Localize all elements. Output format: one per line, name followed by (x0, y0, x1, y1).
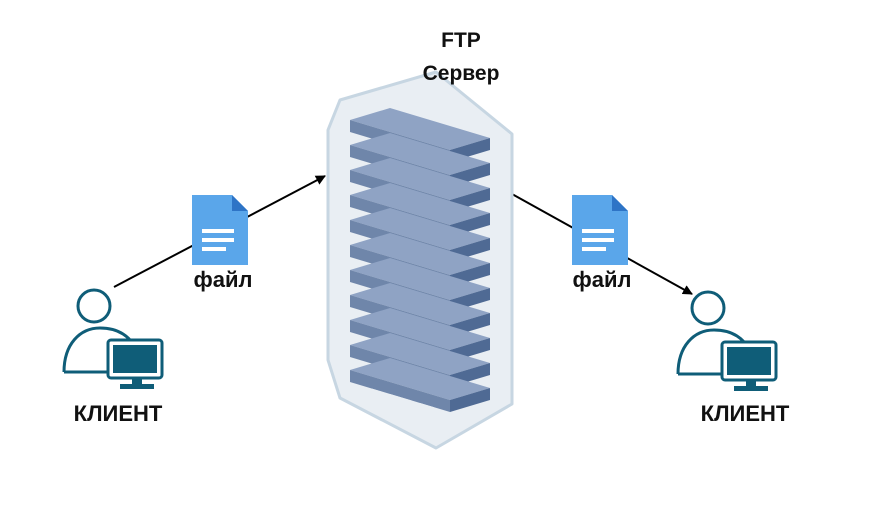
server-title-line1: FTP (441, 29, 481, 52)
client-left-label: КЛИЕНТ (74, 401, 163, 426)
upload-document-icon (192, 195, 248, 265)
download-file-label: файл (573, 267, 632, 292)
client-right-label: КЛИЕНТ (701, 401, 790, 426)
upload-file-label: файл (194, 267, 253, 292)
download-document-icon (572, 195, 628, 265)
server-title-line2: Сервер (423, 62, 500, 85)
server-rack-icon (326, 70, 514, 450)
client-right-icon (676, 290, 778, 393)
client-left-icon (62, 288, 164, 391)
